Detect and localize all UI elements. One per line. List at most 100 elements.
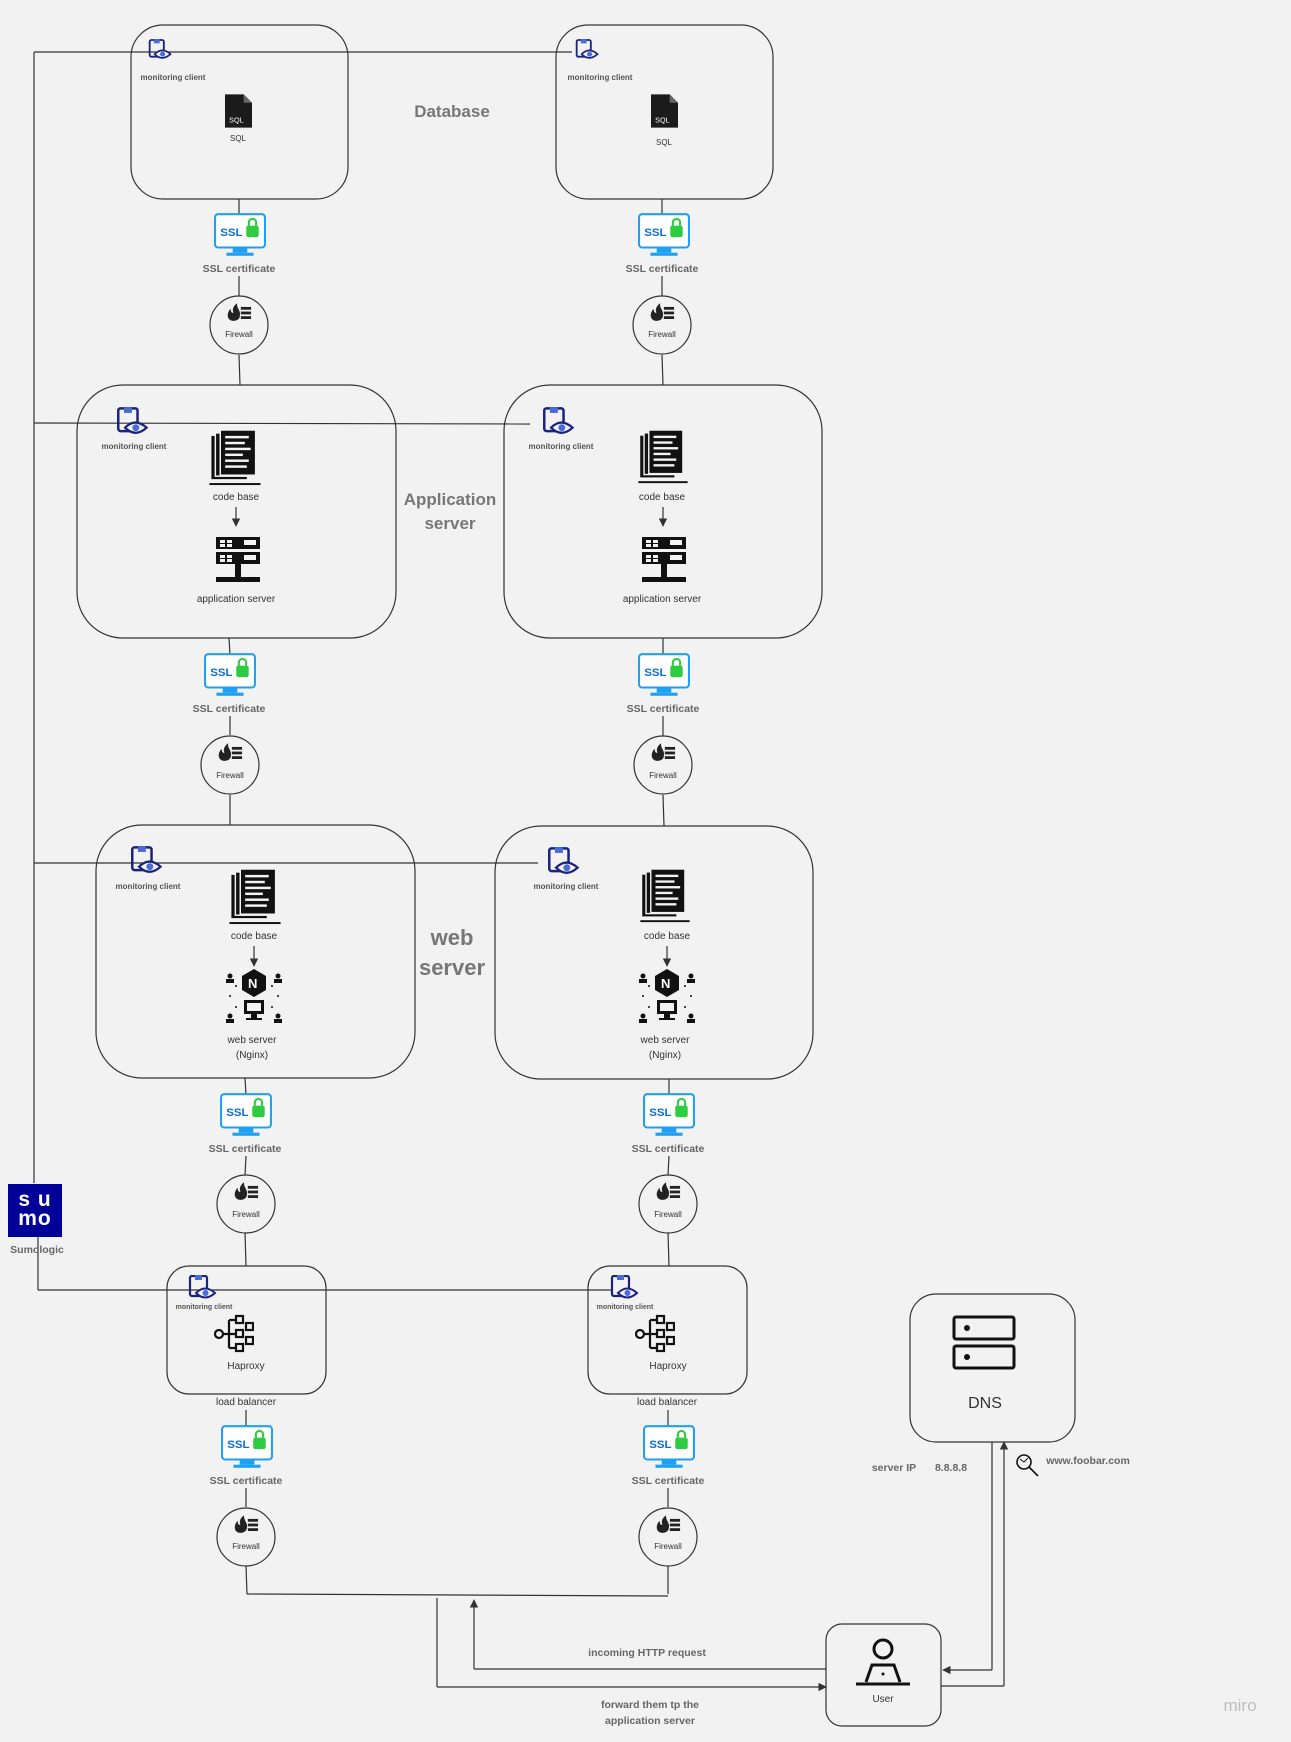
forward-label-line1: forward them tp the bbox=[600, 1699, 700, 1711]
user-box[interactable] bbox=[825, 1623, 942, 1727]
ssl-certificate-icon bbox=[220, 1093, 272, 1137]
internal-arrows bbox=[231, 507, 672, 967]
domain-label: www.foobar.com bbox=[1046, 1455, 1130, 1467]
code-base-label: code base bbox=[212, 492, 260, 503]
ssl-certificate-icon bbox=[643, 1093, 695, 1137]
ssl-certificate-label: SSL certificate bbox=[209, 1475, 283, 1487]
user-label: User bbox=[872, 1694, 894, 1705]
firewall-node[interactable] bbox=[638, 1174, 698, 1234]
firewall-node[interactable] bbox=[216, 1174, 276, 1234]
monitoring-client-label: monitoring client bbox=[596, 1304, 654, 1311]
firewall-label: Firewall bbox=[232, 1210, 260, 1219]
node-boxes bbox=[76, 24, 1076, 1727]
ssl-certificate-label: SSL certificate bbox=[208, 1143, 282, 1155]
monitoring-client-label: monitoring client bbox=[528, 442, 594, 451]
sumologic-logo bbox=[8, 1184, 62, 1237]
nginx-icon bbox=[639, 969, 695, 1023]
web-server-label: web server (Nginx) bbox=[641, 1033, 690, 1063]
database-box-right[interactable] bbox=[555, 24, 774, 200]
request-flow bbox=[436, 1441, 1009, 1692]
monitoring-client-icon bbox=[188, 1275, 217, 1299]
firewall-node[interactable] bbox=[638, 1507, 698, 1567]
miro-watermark: miro bbox=[1223, 1696, 1257, 1715]
firewall-node[interactable] bbox=[209, 295, 269, 355]
monitoring-client-icon bbox=[148, 39, 172, 59]
application-server-icon bbox=[642, 537, 686, 582]
sumologic-label: Sumologic bbox=[10, 1244, 64, 1256]
monitoring-client-icon bbox=[547, 847, 579, 875]
monitoring-client-label: monitoring client bbox=[115, 882, 181, 891]
web-box-left[interactable] bbox=[95, 824, 416, 1079]
monitoring-client-label: monitoring client bbox=[140, 73, 206, 82]
ssl-certificate-icon bbox=[638, 653, 690, 697]
monitoring-client-icon bbox=[575, 39, 599, 59]
sql-file-icon bbox=[651, 94, 678, 128]
monitoring-lines bbox=[33, 51, 612, 1291]
code-base-icon bbox=[209, 430, 261, 486]
tier-title-application-line2: server bbox=[424, 514, 476, 533]
application-server-label: application server bbox=[196, 594, 276, 605]
firewall-node[interactable] bbox=[633, 735, 693, 795]
firewall-label: Firewall bbox=[649, 771, 677, 780]
firewall-node[interactable] bbox=[632, 295, 692, 355]
monitoring-client-icon bbox=[542, 407, 574, 435]
firewalls bbox=[200, 295, 698, 1567]
firewall-label: Firewall bbox=[232, 1542, 260, 1551]
firewall-label: Firewall bbox=[654, 1210, 682, 1219]
haproxy-icon bbox=[214, 1314, 254, 1353]
firewall-label: Firewall bbox=[225, 330, 253, 339]
haproxy-box-right[interactable] bbox=[587, 1265, 748, 1395]
haproxy-icon bbox=[635, 1314, 675, 1353]
server-ip-label: server IP bbox=[871, 1462, 917, 1474]
ssl-certificate-icon bbox=[204, 653, 256, 697]
web-box-right[interactable] bbox=[494, 825, 814, 1080]
dns-label: DNS bbox=[968, 1395, 1002, 1412]
forward-label-line2: application server bbox=[605, 1715, 695, 1727]
user-laptop-icon bbox=[856, 1638, 910, 1686]
haproxy-label: Haproxy bbox=[227, 1361, 265, 1372]
tier-connectors bbox=[228, 199, 670, 1597]
tier-title-web-line2: server bbox=[418, 955, 486, 980]
sql-label: SQL bbox=[229, 134, 247, 143]
tier-title-database: Database bbox=[414, 102, 490, 121]
haproxy-label: Haproxy bbox=[649, 1361, 687, 1372]
app-box-left[interactable] bbox=[76, 384, 397, 639]
incoming-http-label: incoming HTTP request bbox=[588, 1647, 706, 1659]
code-base-icon bbox=[229, 869, 281, 925]
load-balancer-label: load balancer bbox=[636, 1397, 698, 1408]
web-server-label-line1: web server bbox=[640, 1035, 690, 1046]
ssl-certificate-label: SSL certificate bbox=[202, 263, 276, 275]
firewall-label: Firewall bbox=[648, 330, 676, 339]
monitoring-client-icon bbox=[610, 1275, 639, 1299]
monitoring-client-label: monitoring client bbox=[175, 1304, 233, 1311]
ssl-certificate-label: SSL certificate bbox=[192, 703, 266, 715]
ssl-certificate-label: SSL certificate bbox=[631, 1143, 705, 1155]
web-server-label-line2: (Nginx) bbox=[235, 1050, 269, 1061]
sql-file-icon bbox=[225, 94, 252, 128]
ssl-certificate-icon bbox=[221, 1425, 273, 1469]
monitoring-clients bbox=[116, 39, 639, 1299]
haproxy-box-left[interactable] bbox=[166, 1265, 327, 1395]
ssl-certificate-icon bbox=[214, 213, 266, 257]
firewall-node[interactable] bbox=[200, 735, 260, 795]
load-balancer-label: load balancer bbox=[215, 1397, 277, 1408]
sumologic-logo-line1: s u bbox=[18, 1188, 52, 1211]
code-base-label: code base bbox=[643, 931, 691, 942]
monitoring-client-label: monitoring client bbox=[101, 442, 167, 451]
code-base-label: code base bbox=[638, 492, 686, 503]
tier-title-application: Application server bbox=[404, 488, 497, 536]
tier-title-web: web server bbox=[419, 923, 485, 983]
tier-title-application-line1: Application bbox=[403, 490, 497, 509]
code-base-icon bbox=[638, 430, 688, 484]
code-base-icon bbox=[640, 869, 690, 923]
web-server-label: web server (Nginx) bbox=[228, 1033, 277, 1063]
code-base-label: code base bbox=[230, 931, 278, 942]
monitoring-client-label: monitoring client bbox=[533, 882, 599, 891]
firewall-node[interactable] bbox=[216, 1507, 276, 1567]
monitoring-client-icon bbox=[116, 407, 148, 435]
tier-title-web-line1: web bbox=[430, 925, 474, 950]
firewall-label: Firewall bbox=[654, 1542, 682, 1551]
ssl-certificate-icon bbox=[638, 213, 690, 257]
web-server-label-line1: web server bbox=[227, 1035, 277, 1046]
